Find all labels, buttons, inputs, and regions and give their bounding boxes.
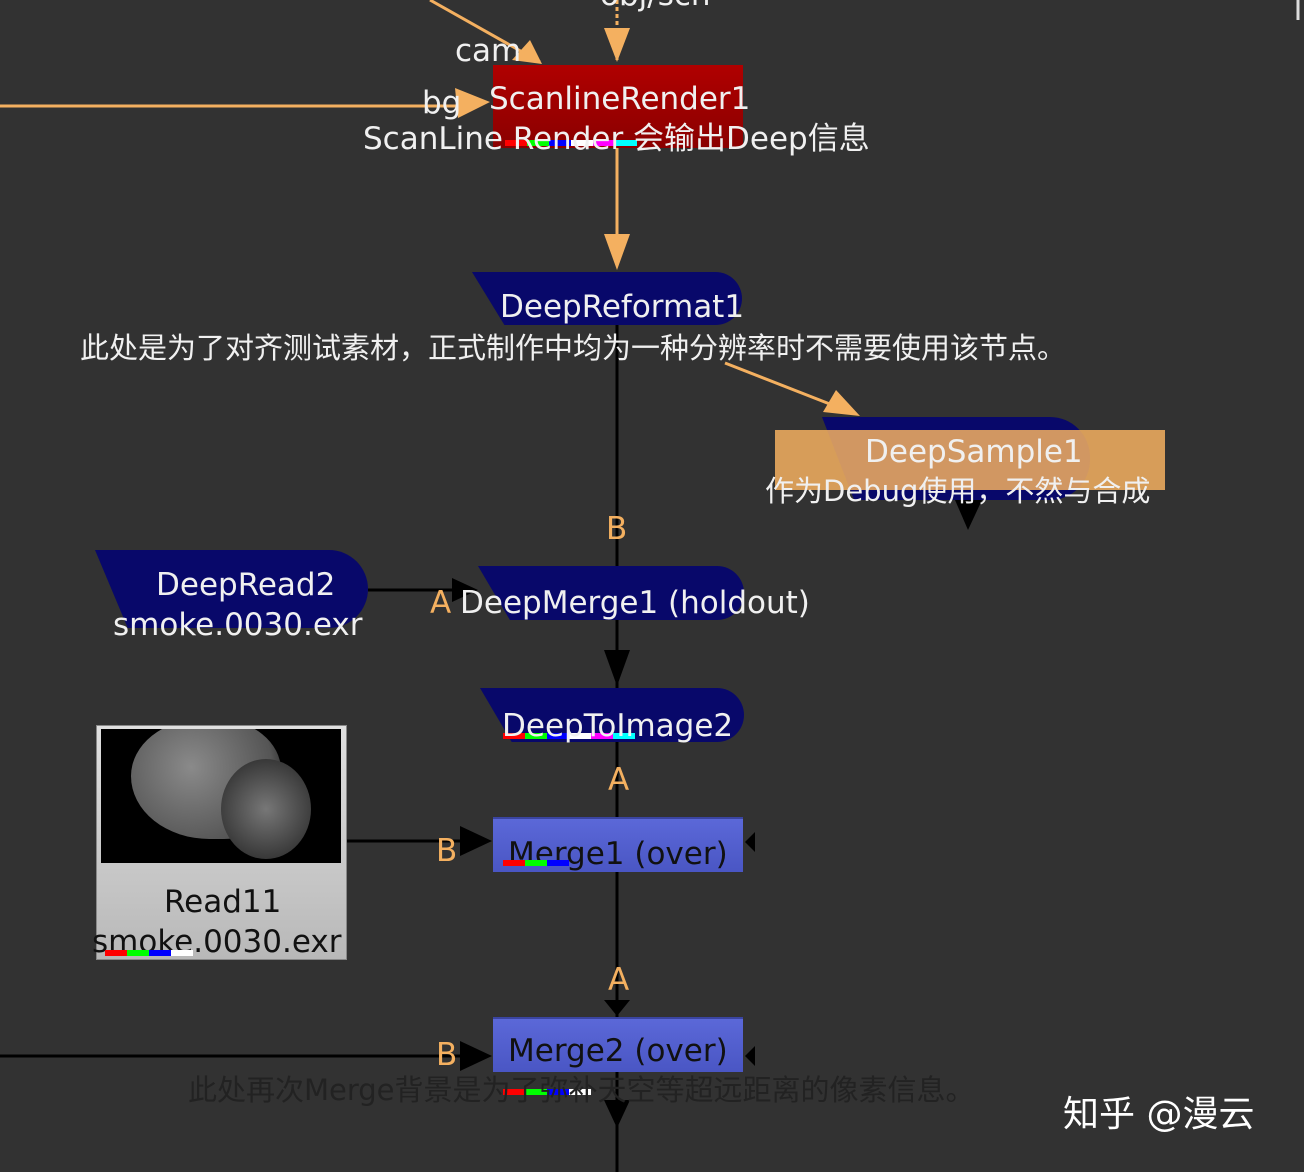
arrow-deepmerge-to-deeptoimage <box>604 650 630 686</box>
deep-merge-name: DeepMerge1 (holdout) <box>460 585 810 621</box>
node-deep-read[interactable] <box>95 550 368 628</box>
wire-bg <box>0 88 490 118</box>
arrow-merge2-output <box>604 1100 630 1128</box>
deep-sample-name: DeepSample1 <box>865 434 1083 470</box>
merge2-name: Merge2 (over) <box>508 1033 728 1069</box>
input-a-label: A <box>608 762 630 798</box>
deep-reformat-note: 此处是为了对齐测试素材，正式制作中均为一种分辨率时不需要使用该节点。 <box>80 331 1067 365</box>
arrow-merge1-to-merge2 <box>604 1000 630 1016</box>
deep-sample-note: 作为Debug使用，不然与合成 <box>765 474 1151 508</box>
scanline-render-name: ScanlineRender1 <box>489 81 751 117</box>
wire-deepread <box>368 578 478 602</box>
wire-reformat-to-sample <box>724 361 860 416</box>
obj-scn-label: obj/scn <box>600 0 711 11</box>
wire-scanline-to-reformat <box>604 148 630 270</box>
node-deep-sample[interactable] <box>775 430 1165 490</box>
wire-obj-scn <box>604 0 630 62</box>
mask-input-merge1 <box>745 832 755 852</box>
node-deep-reformat[interactable] <box>472 272 742 325</box>
channel-chips <box>503 1089 591 1095</box>
input-b-label: B <box>606 511 628 547</box>
deep-reformat-name: DeepReformat1 <box>500 289 745 325</box>
wire-read <box>345 826 492 856</box>
deep-read-name: DeepRead2 <box>156 567 336 603</box>
merge2-note: 此处再次Merge背景是为了弥补天空等超远距离的像素信息。 <box>188 1073 975 1107</box>
channel-chips <box>503 733 635 739</box>
sample-output-arrow <box>955 500 982 530</box>
read-name: Read11 <box>164 884 282 920</box>
deep-read-file: smoke.0030.exr <box>113 607 363 643</box>
node-scanline-render[interactable] <box>493 65 743 148</box>
node-deep-merge[interactable] <box>478 566 744 620</box>
input-a-label: A <box>430 585 452 621</box>
channel-chips <box>105 950 193 956</box>
read-thumbnail <box>101 729 341 863</box>
mask-input-merge2 <box>745 1046 755 1066</box>
scanline-render-note: ScanLine Render 会输出Deep信息 <box>363 121 870 157</box>
wire-bg-merge2 <box>0 1041 492 1071</box>
input-b-label: B <box>436 1037 458 1073</box>
watermark: 知乎 @漫云 <box>1063 1094 1255 1135</box>
channel-chips <box>505 140 637 146</box>
channel-chips <box>503 860 569 866</box>
input-a-label: A <box>608 962 630 998</box>
input-bg-label: bg <box>422 85 462 121</box>
node-merge2[interactable] <box>493 1017 743 1072</box>
wire-cam <box>429 0 542 64</box>
deep-to-image-name: DeepToImage2 <box>502 708 734 744</box>
input-b-label: B <box>436 833 458 869</box>
input-cam-label: cam <box>455 33 522 69</box>
